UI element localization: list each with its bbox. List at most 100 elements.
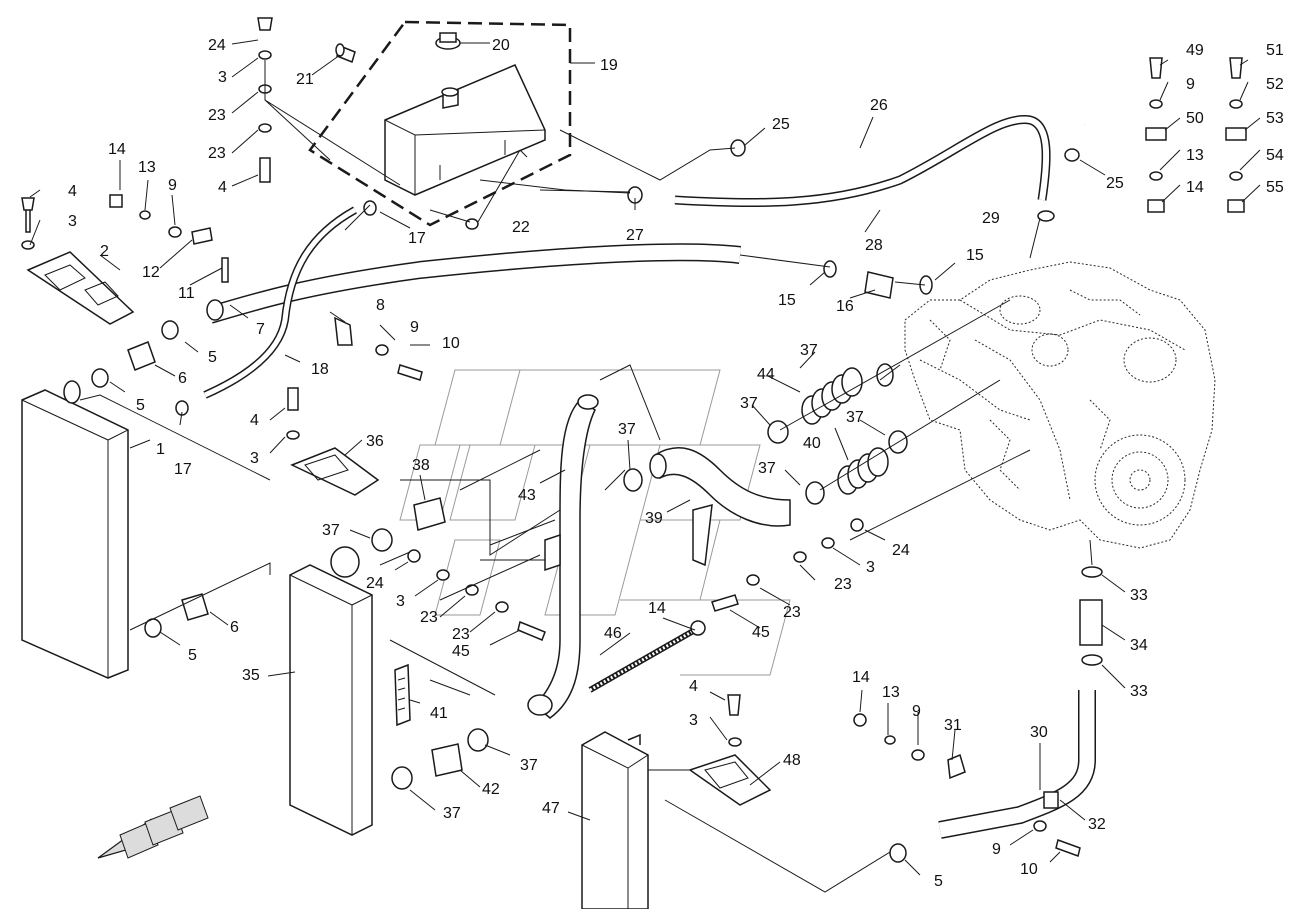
callout-label: 42 [482,781,500,798]
callout-label: 30 [1030,724,1048,741]
callout-label: 38 [412,457,430,474]
threaded-rod-46 [588,627,697,693]
callout-label: 3 [218,69,227,86]
callout-label: 24 [366,575,384,592]
callout-label: 6 [230,619,239,636]
callout-label: 28 [865,237,883,254]
callout-label: 55 [1266,179,1284,196]
bellows-40 [837,447,889,495]
callout-label: 35 [242,667,260,684]
callout-label: 45 [452,643,470,660]
callout-label: 19 [600,57,618,74]
front-direction-arrow-icon [97,795,209,859]
callout-label: 31 [944,717,962,734]
callout-label: 18 [311,361,329,378]
callout-label: 4 [218,179,227,196]
callout-label: 8 [376,297,385,314]
callout-label: 15 [966,247,984,264]
callout-label: 7 [256,321,265,338]
callout-label: 9 [168,177,177,194]
radiator-1 [21,380,129,679]
expansion-tank [384,64,546,196]
callout-label: 16 [836,298,854,315]
callout-label: 9 [992,841,1001,858]
callout-label: 13 [138,159,156,176]
callout-label: 37 [800,342,818,359]
callout-label: 4 [68,183,77,200]
callout-label: 24 [208,37,226,54]
callout-label: 39 [645,510,663,527]
callout-label: 23 [452,626,470,643]
callout-label: 3 [250,450,259,467]
callout-label: 9 [1186,76,1195,93]
intercooler-35 [289,546,373,836]
callout-label: 33 [1130,683,1148,700]
callout-label: 47 [542,800,560,817]
callout-label: 10 [1020,861,1038,878]
callout-label: 37 [740,395,758,412]
callout-label: 4 [250,412,259,429]
callout-label: 17 [174,461,192,478]
callout-label: 22 [512,219,530,236]
callout-label: 45 [752,624,770,641]
callout-label: 33 [1130,587,1148,604]
callout-label: 53 [1266,110,1284,127]
callout-label: 26 [870,97,888,114]
breather-fitting [335,43,356,64]
callout-label: 4 [689,678,698,695]
callout-label: 3 [866,559,875,576]
tank-assembly-dashed-frame [308,20,572,227]
callout-label: 10 [442,335,460,352]
callout-numbers: 24 3 23 23 4 21 20 19 17 22 14 13 9 4 3 … [68,37,1284,890]
callout-label: 9 [410,319,419,336]
callout-label: 41 [430,705,448,722]
leader-lines [29,39,1261,893]
callout-label: 12 [142,264,160,281]
callout-label: 37 [520,757,538,774]
callout-label: 29 [982,210,1000,227]
callout-label: 52 [1266,76,1284,93]
callout-label: 2 [100,243,109,260]
engine-block [904,261,1216,549]
brackets [26,251,966,806]
callout-label: 37 [618,421,636,438]
hoses [203,42,1107,839]
callout-label: 14 [648,600,666,617]
callout-label: 17 [408,230,426,247]
callout-label: 24 [892,542,910,559]
fasteners [21,17,1247,857]
callout-label: 5 [188,647,197,664]
callout-label: 13 [1186,147,1204,164]
callout-label: 25 [772,116,790,133]
callout-label: 14 [852,669,870,686]
callout-label: 9 [912,703,921,720]
callout-label: 14 [1186,179,1204,196]
callout-label: 27 [626,227,644,244]
callout-label: 49 [1186,42,1204,59]
cover-47 [581,731,649,909]
callout-label: 20 [492,37,510,54]
callout-label: 37 [322,522,340,539]
callout-label: 3 [68,213,77,230]
callout-label: 37 [443,805,461,822]
callout-label: 5 [208,349,217,366]
callout-label: 32 [1088,816,1106,833]
callout-label: 23 [208,107,226,124]
callout-label: 50 [1186,110,1204,127]
callout-label: 46 [604,625,622,642]
callout-label: 15 [778,292,796,309]
callout-label: 23 [208,145,226,162]
tank-cap [435,32,461,50]
charge-air-pipes [527,394,791,719]
callout-label: 43 [518,487,536,504]
callout-label: 54 [1266,147,1284,164]
callout-label: 36 [366,433,384,450]
callout-label: 3 [689,712,698,729]
callout-label: 51 [1266,42,1284,59]
callout-label: 13 [882,684,900,701]
callout-label: 44 [757,366,775,383]
callout-label: 23 [420,609,438,626]
callout-label: 6 [178,370,187,387]
callout-label: 14 [108,141,126,158]
